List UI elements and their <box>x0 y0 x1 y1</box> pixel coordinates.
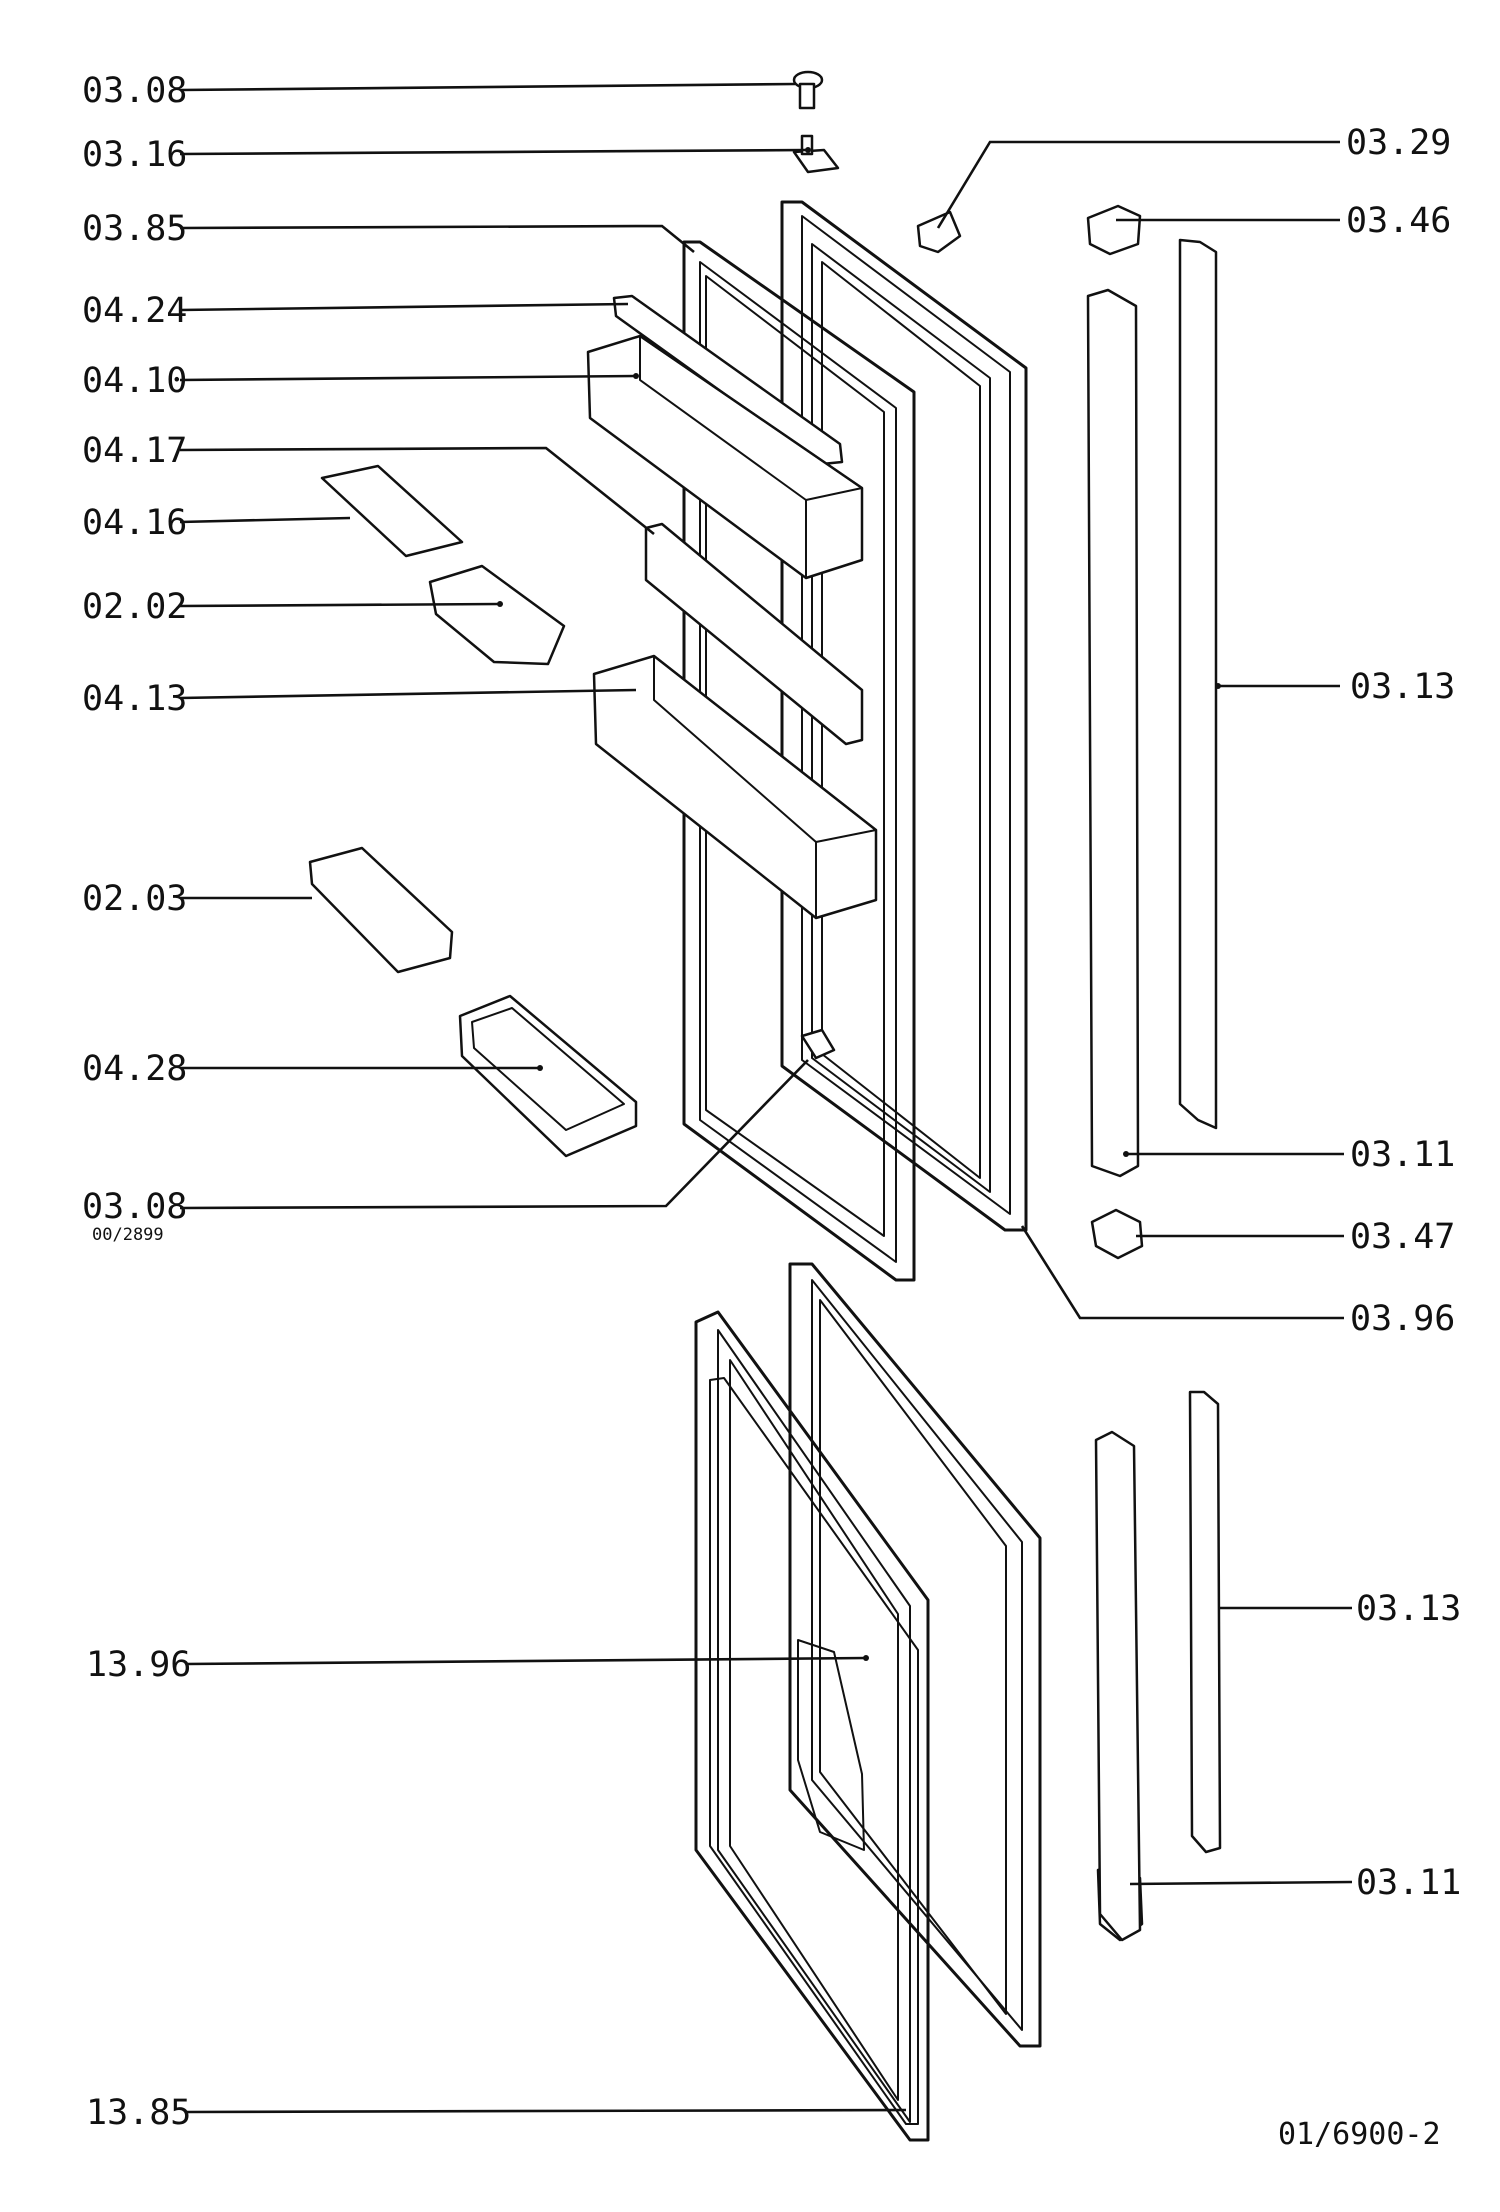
left-callout-labels: 03.08 03.16 03.85 04.24 04.10 04.17 04.1… <box>82 71 191 2133</box>
outer-door-panel-lower <box>788 1262 1042 2048</box>
sub-reference-label: 00/2899 <box>92 1225 164 1245</box>
door-seal-lower <box>1188 1390 1222 1854</box>
callout-label: 04.28 <box>82 1049 187 1089</box>
drip-tray <box>458 994 638 1158</box>
door-seal-upper <box>1178 238 1218 1130</box>
lower-door-assembly <box>694 1262 1042 2142</box>
callout-label: 04.10 <box>82 361 187 401</box>
small-parts <box>308 70 1144 1260</box>
callout-label: 03.46 <box>1346 201 1451 241</box>
callout-label: 04.17 <box>82 431 187 471</box>
right-callout-labels: 03.29 03.46 03.13 03.11 03.47 03.96 03.1… <box>1346 123 1461 1903</box>
hinge-bracket <box>916 210 962 254</box>
end-cap-top <box>1086 204 1142 256</box>
right-side-strips <box>1086 238 1222 1942</box>
callout-label: 03.11 <box>1350 1135 1455 1175</box>
ice-cube-tray <box>308 846 454 974</box>
callout-label: 04.16 <box>82 503 187 543</box>
callout-label: 03.13 <box>1350 667 1455 707</box>
callout-label: 03.47 <box>1350 1217 1455 1257</box>
end-cap-bottom <box>1090 1208 1144 1260</box>
callout-label: 03.85 <box>82 209 187 249</box>
door-bar <box>644 522 864 746</box>
leader-lines <box>179 82 1353 2114</box>
hinge-pin-lower <box>800 1028 836 1060</box>
callout-label: 02.02 <box>82 587 187 627</box>
side-trim-upper <box>1086 288 1140 1178</box>
butter-dish <box>428 564 566 666</box>
door-shelf-lower <box>592 654 878 920</box>
shelf-rail <box>612 294 844 466</box>
side-trim-lower-body <box>1094 1430 1142 1942</box>
callout-label: 03.13 <box>1356 1589 1461 1629</box>
callout-label: 03.96 <box>1350 1299 1455 1339</box>
callout-label: 03.11 <box>1356 1863 1461 1903</box>
callout-label: 04.13 <box>82 679 187 719</box>
egg-tray <box>320 464 464 558</box>
internal-compartment <box>797 1639 865 1851</box>
callout-label: 03.08 <box>82 71 187 111</box>
callout-label: 13.85 <box>86 2093 191 2133</box>
inner-door-liner-lower-1396 <box>694 1310 930 2142</box>
hinge-plate <box>792 134 840 174</box>
callout-label: 04.24 <box>82 291 187 331</box>
door-shelf-upper <box>586 334 864 580</box>
hinge-pin-top <box>792 70 824 110</box>
callout-label: 02.03 <box>82 879 187 919</box>
upper-door-assembly <box>586 200 1028 1282</box>
callout-label: 03.08 <box>82 1187 187 1227</box>
drawing-number: 01/6900-2 <box>1278 2117 1441 2152</box>
callout-label: 03.16 <box>82 135 187 175</box>
inner-frame-lower-1385 <box>709 1377 919 2125</box>
callout-label: 03.29 <box>1346 123 1451 163</box>
callout-label: 13.96 <box>86 1645 191 1685</box>
